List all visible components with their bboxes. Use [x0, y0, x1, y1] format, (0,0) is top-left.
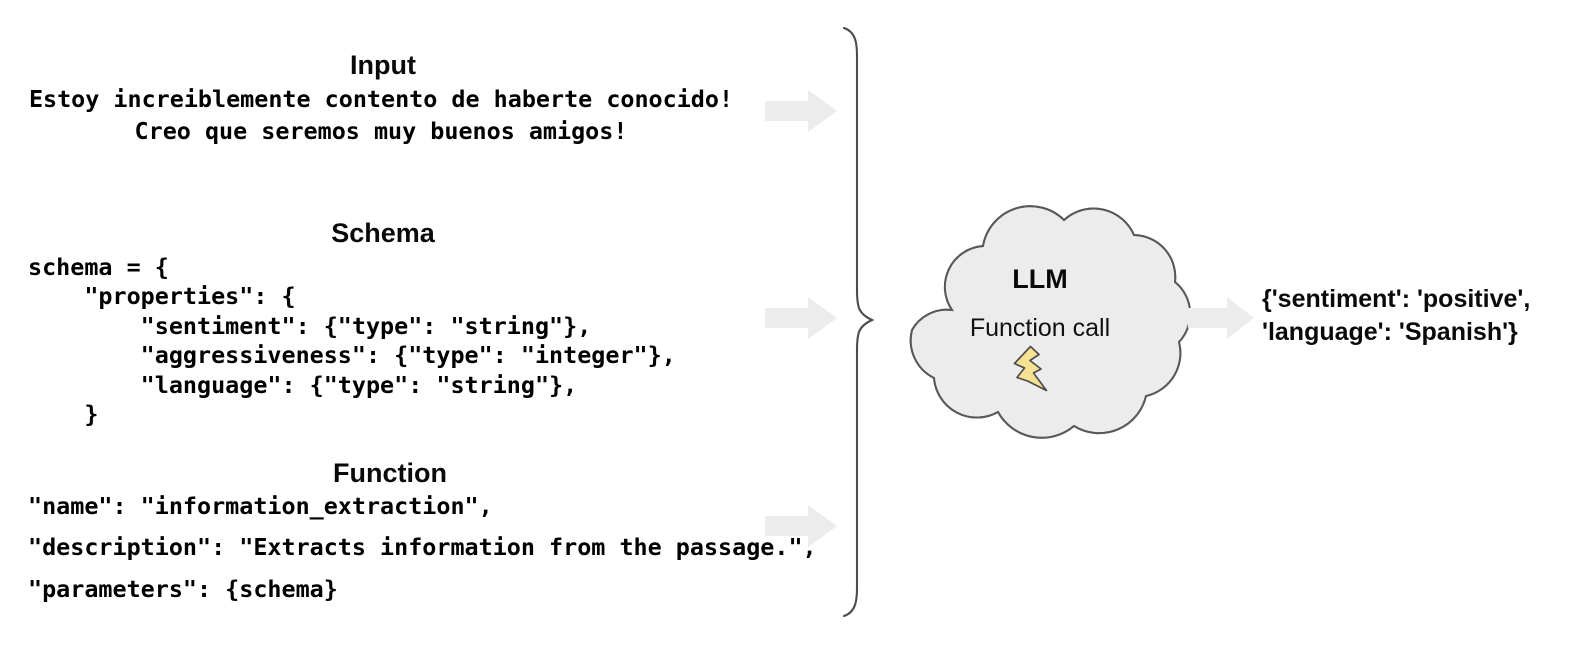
grouping-brace — [836, 22, 886, 627]
input-section-title: Input — [350, 50, 416, 80]
arrow-right-icon — [765, 505, 837, 547]
input-to-model-arrow — [765, 90, 837, 132]
schema-line-1: schema = { — [28, 253, 169, 281]
output-block: {'sentiment': 'positive', 'language': 'S… — [1262, 283, 1530, 349]
arrow-right-icon — [765, 297, 837, 339]
output-line-2: 'language': 'Spanish'} — [1262, 318, 1518, 346]
schema-line-2: "properties": { — [28, 282, 296, 311]
schema-line-3: "sentiment": {"type": "string"}, — [28, 311, 592, 340]
llm-label: LLM — [1012, 264, 1068, 294]
function-call-label: Function call — [969, 314, 1111, 342]
function-line-1: "name": "information_extraction", — [28, 492, 493, 520]
schema-line-4: "aggressiveness": {"type": "integer"}, — [28, 341, 676, 370]
model-to-output-arrow — [1188, 297, 1254, 339]
schema-section-title: Schema — [331, 218, 435, 248]
lightning-bolt — [1008, 344, 1060, 399]
schema-line-5: "language": {"type": "string"}, — [28, 370, 578, 399]
arrow-right-icon — [1188, 297, 1254, 339]
function-line-3: "parameters": {schema} — [28, 574, 338, 603]
function-section-title: Function — [333, 458, 447, 488]
cloud-shape — [909, 205, 1192, 439]
arrow-right-icon — [765, 90, 837, 132]
function-code-block: "name": "information_extraction", "descr… — [28, 492, 817, 603]
schema-line-6: } — [28, 400, 99, 429]
function-to-model-arrow — [765, 505, 837, 547]
input-line-2: Creo que seremos muy buenos amigos! — [134, 117, 628, 146]
schema-code-block: schema = { "properties": { "sentiment": … — [28, 253, 676, 429]
lightning-bolt-icon — [1013, 345, 1048, 392]
input-code-block: Estoy increiblemente contento de haberte… — [0, 85, 762, 146]
llm-cloud — [878, 198, 1198, 448]
schema-to-model-arrow — [765, 297, 837, 339]
function-line-2: "description": "Extracts information fro… — [28, 533, 817, 562]
output-line-1: {'sentiment': 'positive', — [1262, 285, 1531, 313]
input-line-1: Estoy increiblemente contento de haberte… — [28, 85, 734, 113]
curly-brace-right-icon — [842, 26, 875, 618]
